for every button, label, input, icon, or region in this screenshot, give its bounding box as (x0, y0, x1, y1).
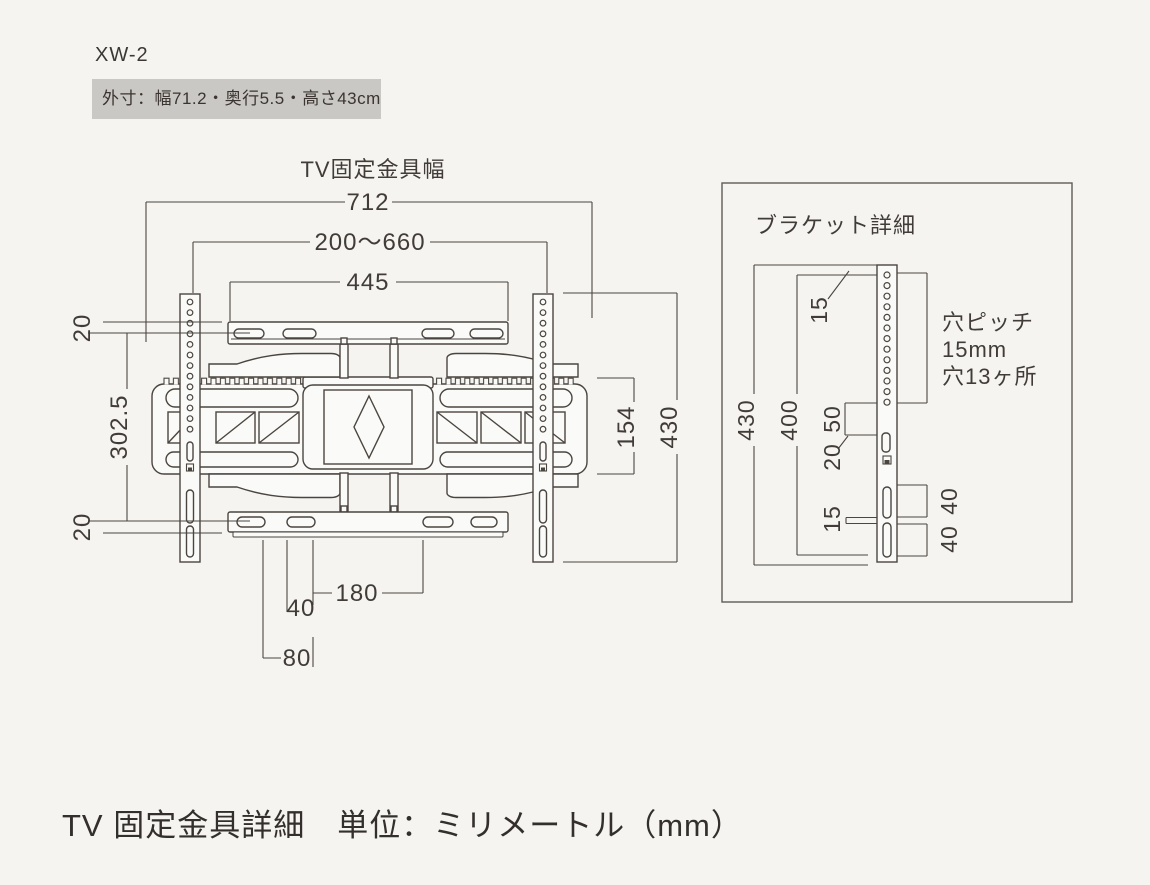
serration-left (162, 377, 303, 385)
dim-top-offset: 20 (69, 314, 96, 343)
dim-overall-width: 712 (346, 189, 389, 216)
mount-body (151, 376, 588, 475)
dim-slot-span: 180 (335, 580, 378, 607)
dim-hole-to-slot: 50 (819, 405, 845, 433)
dim-body-height: 154 (613, 405, 640, 448)
dim-slot-width: 40 (287, 595, 316, 622)
dim-bar-width: 445 (346, 269, 389, 296)
outer-dimensions-badge: 外寸：幅71.2・奥行5.5・高さ43cm (92, 79, 381, 119)
bracket-view-title: ブラケット詳細 (755, 213, 916, 238)
hole-pitch-note-line1: 穴ピッチ (942, 310, 1034, 335)
top-mount-bar (208, 321, 579, 379)
dim-slot-pitch: 80 (283, 645, 312, 672)
bracket-detail-view: ブラケット詳細 430 400 15 50 20 15 40 40 穴ピッチ 1… (721, 182, 1073, 603)
dim-upper-slot: 40 (936, 487, 962, 515)
left-truss (167, 411, 300, 444)
caption: TV 固定金具詳細 単位：ミリメートル（mm） (62, 808, 743, 843)
model-code: XW-2 (95, 44, 149, 66)
dim-hole-span: 400 (776, 399, 802, 440)
dim-lower-slot: 40 (936, 525, 962, 553)
center-housing (302, 376, 434, 470)
left-wall-rail (179, 293, 201, 563)
dim-top-margin: 15 (806, 296, 832, 324)
serration-right (425, 377, 575, 385)
tv-mount-front-view: TV固定金具幅 712 200〜660 445 20 302.5 20 154 … (69, 157, 683, 672)
main-view-title: TV固定金具幅 (300, 157, 445, 182)
dim-rail-height: 430 (656, 405, 683, 448)
dim-vesa-height: 302.5 (106, 394, 133, 459)
dim-slot-gap: 15 (819, 505, 845, 533)
dim-slot-length: 20 (819, 443, 845, 471)
bottom-mount-bar (208, 472, 579, 538)
main-dimension-lines (88, 201, 678, 667)
diamond-logo (353, 394, 385, 460)
dim-bottom-offset: 20 (69, 513, 96, 542)
bracket-dimension-lines (753, 264, 928, 566)
hole-pitch-note-line3: 穴13ヶ所 (942, 364, 1037, 389)
bracket-panel-border (721, 182, 1073, 603)
hole-pitch-note-line2: 15mm (942, 337, 1007, 362)
right-wall-rail (532, 293, 554, 563)
outer-dimensions-text: 外寸：幅71.2・奥行5.5・高さ43cm (102, 89, 381, 108)
dim-bracket-height: 430 (733, 399, 759, 440)
dim-adjustable-width: 200〜660 (314, 229, 425, 256)
bracket-bar (876, 264, 898, 563)
right-truss (436, 411, 566, 444)
